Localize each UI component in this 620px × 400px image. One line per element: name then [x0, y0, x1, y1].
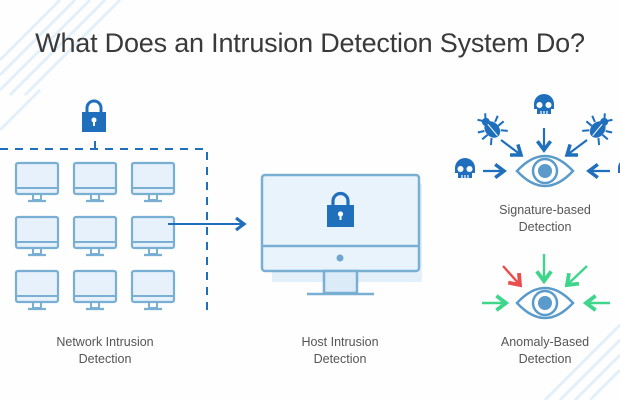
- signature-label: Signature-based Detection: [465, 202, 620, 236]
- host-label-line2: Detection: [313, 352, 367, 366]
- monitor-icon: [130, 269, 176, 311]
- anomaly-arrow-red: [502, 265, 523, 288]
- host-label-line1: Host Intrusion: [301, 335, 379, 349]
- anomaly-arrow: [564, 265, 588, 288]
- signature-eye-icon: [515, 154, 575, 188]
- signature-label-line2: Detection: [518, 220, 572, 234]
- monitor-icon: [72, 215, 118, 257]
- diagram-title: What Does an Intrusion Detection System …: [35, 28, 585, 58]
- signature-label-line1: Signature-based: [499, 203, 591, 217]
- monitor-icon: [130, 215, 176, 257]
- skull-icon: [454, 157, 476, 179]
- network-lock-icon: [82, 99, 106, 132]
- network-boundary-dashed: [0, 148, 208, 315]
- monitor-icon: [14, 215, 60, 257]
- signature-arrow: [564, 139, 588, 157]
- anomaly-label-line2: Detection: [518, 352, 572, 366]
- network-label-line1: Network Intrusion: [56, 335, 154, 349]
- network-label: Network Intrusion Detection: [20, 334, 190, 368]
- monitor-icon: [14, 161, 60, 203]
- anomaly-label: Anomaly-Based Detection: [465, 334, 620, 368]
- network-monitor-grid: [14, 161, 176, 311]
- signature-arrow: [500, 139, 524, 157]
- host-lock-icon: [327, 191, 354, 227]
- network-label-line2: Detection: [78, 352, 132, 366]
- skull-icon: [533, 93, 555, 115]
- anomaly-eye-icon: [515, 286, 575, 320]
- monitor-icon: [14, 269, 60, 311]
- monitor-icon: [130, 161, 176, 203]
- host-label: Host Intrusion Detection: [260, 334, 420, 368]
- monitor-icon: [72, 269, 118, 311]
- anomaly-label-line1: Anomaly-Based: [500, 335, 590, 349]
- background-stripes-bottom-right: [543, 323, 620, 400]
- monitor-icon: [72, 161, 118, 203]
